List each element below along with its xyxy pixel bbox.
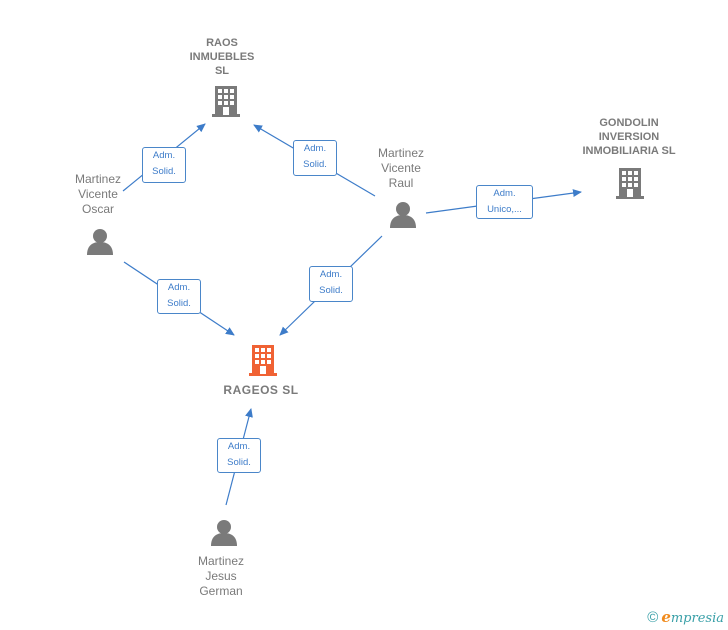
- footer-brand[interactable]: © empresia: [647, 608, 724, 626]
- edge-label-raul-raos: Adm. Solid.: [293, 140, 337, 176]
- person-icon: [87, 229, 113, 255]
- edge-label-raul-gondolin: Adm. Unico,...: [476, 185, 533, 219]
- main-company-building-icon: [249, 345, 277, 376]
- person-label-german[interactable]: Martinez Jesus German: [197, 554, 244, 598]
- company-label-gondolin[interactable]: GONDOLIN INVERSION INMOBILIARIA SL: [582, 117, 676, 157]
- building-icon: [616, 168, 644, 199]
- edge-label-oscar-rageos: Adm. Solid.: [157, 279, 201, 314]
- person-icon: [211, 520, 237, 546]
- copyright-symbol: ©: [647, 608, 659, 626]
- edges-layer: [122, 123, 582, 506]
- person-icon: [390, 202, 416, 228]
- brand-logo: empresia: [661, 608, 724, 626]
- edge-label-raul-rageos: Adm. Solid.: [309, 266, 353, 302]
- building-icon: [212, 86, 240, 117]
- company-label-raos[interactable]: RAOS INMUEBLES SL: [189, 37, 255, 77]
- edge-label-german-rageos: Adm. Solid.: [217, 438, 261, 473]
- edge-label-oscar-raos: Adm. Solid.: [142, 147, 186, 183]
- company-label-rageos[interactable]: RAGEOS SL: [223, 383, 299, 397]
- person-label-oscar[interactable]: Martinez Vicente Oscar: [74, 172, 121, 216]
- person-label-raul[interactable]: Martinez Vicente Raul: [377, 146, 424, 190]
